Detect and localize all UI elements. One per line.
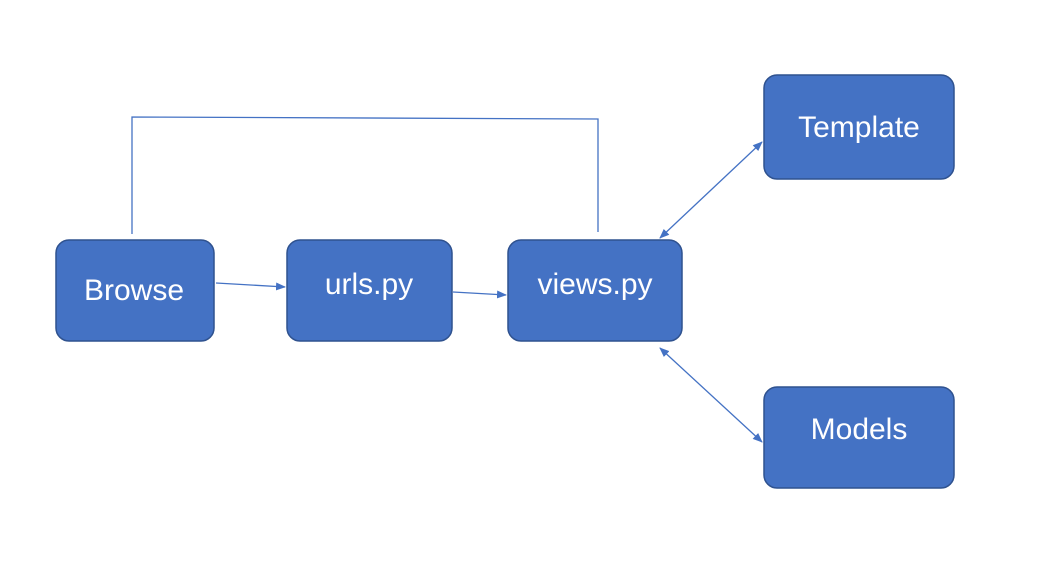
node-views-label: views.py	[537, 268, 652, 301]
node-browse-label: Browse	[84, 274, 184, 307]
node-models-label: Models	[811, 413, 908, 446]
views-template-bidirectional-arrow	[659, 141, 763, 239]
node-template: Template	[763, 74, 955, 180]
node-urls-label: urls.py	[325, 268, 413, 301]
urls-to-views-arrow	[452, 290, 507, 299]
browse-views-loop-connector	[131, 116, 599, 234]
node-views: views.py	[507, 239, 683, 342]
node-views-box	[507, 239, 683, 342]
node-urls-box	[286, 239, 453, 342]
node-browse-box	[55, 239, 215, 342]
views-models-bidirectional-arrow	[659, 347, 763, 443]
node-urls: urls.py	[286, 239, 453, 342]
node-template-label: Template	[798, 111, 920, 144]
browse-to-urls-arrow	[215, 282, 286, 291]
node-models: Models	[763, 386, 955, 489]
node-browse: Browse	[55, 239, 215, 342]
node-template-box	[763, 74, 955, 180]
node-models-box	[763, 386, 955, 489]
